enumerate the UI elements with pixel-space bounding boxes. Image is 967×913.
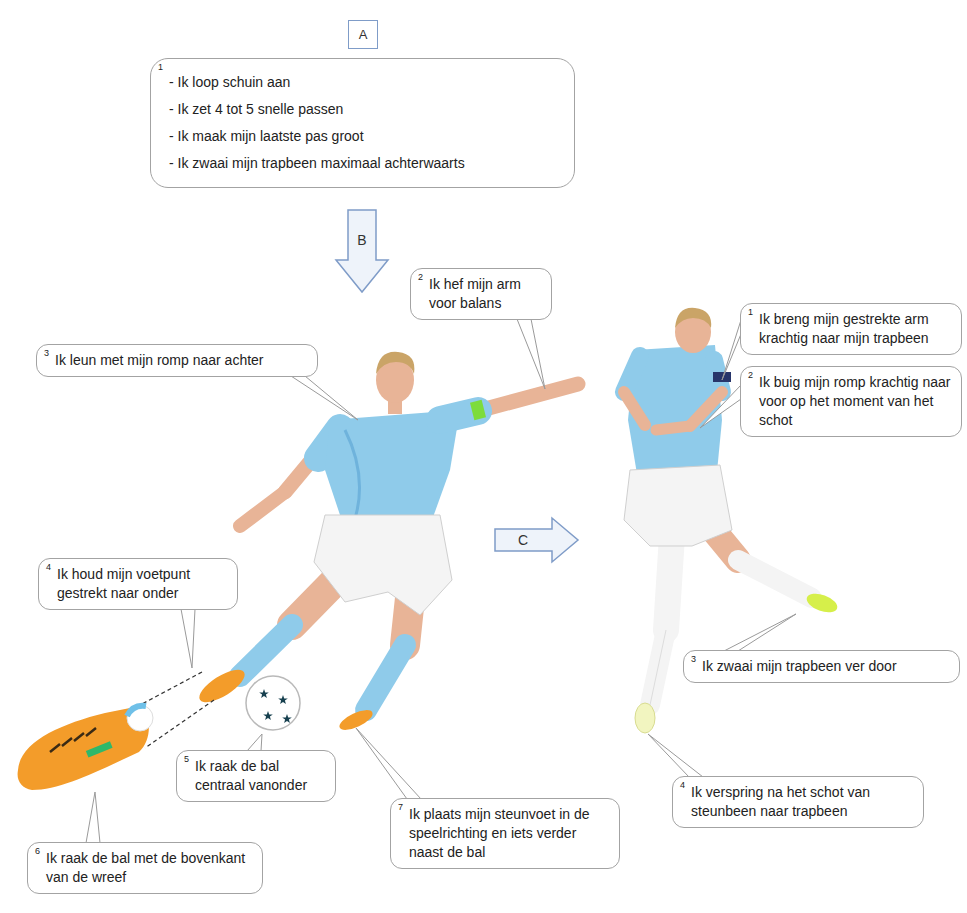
callout-text: Ik buig mijn romp krachtig naar voor op … [759, 373, 953, 430]
callout-pointer [247, 734, 262, 751]
callout-box: 3 Ik zwaai mijn trapbeen ver door [683, 650, 960, 683]
callout-text: - Ik zet 4 tot 5 snelle passen [169, 96, 566, 123]
callout-number: 1 [158, 62, 163, 72]
callout-box: 4 Ik verspring na het schot van steunbeen… [672, 776, 924, 828]
callout-text: - Ik maak mijn laatste pas groot [169, 123, 566, 150]
callout-text: Ik raak de bal centraal vanonder [195, 757, 327, 795]
callout-pointer [86, 792, 100, 843]
callout-number: 6 [35, 846, 40, 856]
callout-pointer [517, 319, 545, 389]
callout-box: 6 Ik raak de bal met de bovenkant van de … [27, 842, 263, 894]
callout-box: 4 Ik houd mijn voetpunt gestrekt naar ond… [38, 558, 238, 610]
callout-number: 7 [398, 802, 403, 812]
callout-number: 4 [680, 780, 685, 790]
callout-text: Ik hef mijn arm voor balans [429, 275, 543, 313]
callout-pointer [181, 609, 195, 668]
callout-text: Ik houd mijn voetpunt gestrekt naar onde… [57, 565, 229, 603]
player-figure [18, 352, 578, 790]
callout-number: 4 [46, 562, 51, 572]
callout-text: - Ik loop schuin aan [169, 69, 566, 96]
callout-box: 2 Ik hef mijn arm voor balans [410, 268, 552, 320]
callout-pointer [291, 376, 358, 420]
callout-box: 3 Ik leun met mijn romp naar achter [36, 344, 318, 377]
callout-box: 1 - Ik loop schuin aan- Ik zet 4 tot 5 sn… [150, 58, 575, 188]
callout-text: Ik raak de bal met de bovenkant van de w… [46, 849, 254, 887]
callout-pointer [356, 728, 421, 799]
callout-number: 3 [44, 348, 49, 358]
callout-box: 5 Ik raak de bal centraal vanonder [176, 750, 336, 802]
step-letter: A [349, 25, 377, 44]
step-box: A [348, 20, 378, 49]
callout-text: Ik leun met mijn romp naar achter [55, 351, 309, 370]
callout-text: Ik plaats mijn steunvoet in de speelrich… [409, 805, 611, 862]
callout-text: - Ik zwaai mijn trapbeen maximaal achter… [169, 150, 566, 177]
callout-text: Ik zwaai mijn trapbeen ver door [702, 657, 951, 676]
callout-number: 2 [418, 272, 423, 282]
callout-text: Ik breng mijn gestrekte arm krachtig naa… [759, 310, 953, 348]
callout-pointer [724, 614, 796, 651]
callout-number: 5 [184, 754, 189, 764]
callout-pointer [700, 385, 741, 428]
callout-pointer [722, 320, 741, 380]
step-letter: B [357, 232, 366, 248]
callout-number: 2 [748, 370, 753, 380]
step-arrow [495, 518, 578, 562]
callout-box: 2 Ik buig mijn romp krachtig naar voor op… [740, 366, 962, 437]
callout-box: 1 Ik breng mijn gestrekte arm krachtig na… [740, 303, 962, 355]
step-letter: C [518, 532, 528, 548]
callout-number: 3 [691, 654, 696, 664]
callout-text: Ik verspring na het schot van steunbeen … [691, 783, 915, 821]
step-arrow [336, 210, 388, 292]
callout-box: 7 Ik plaats mijn steunvoet in de speelric… [390, 798, 620, 869]
callout-pointer [648, 734, 703, 777]
callout-number: 1 [748, 307, 753, 317]
